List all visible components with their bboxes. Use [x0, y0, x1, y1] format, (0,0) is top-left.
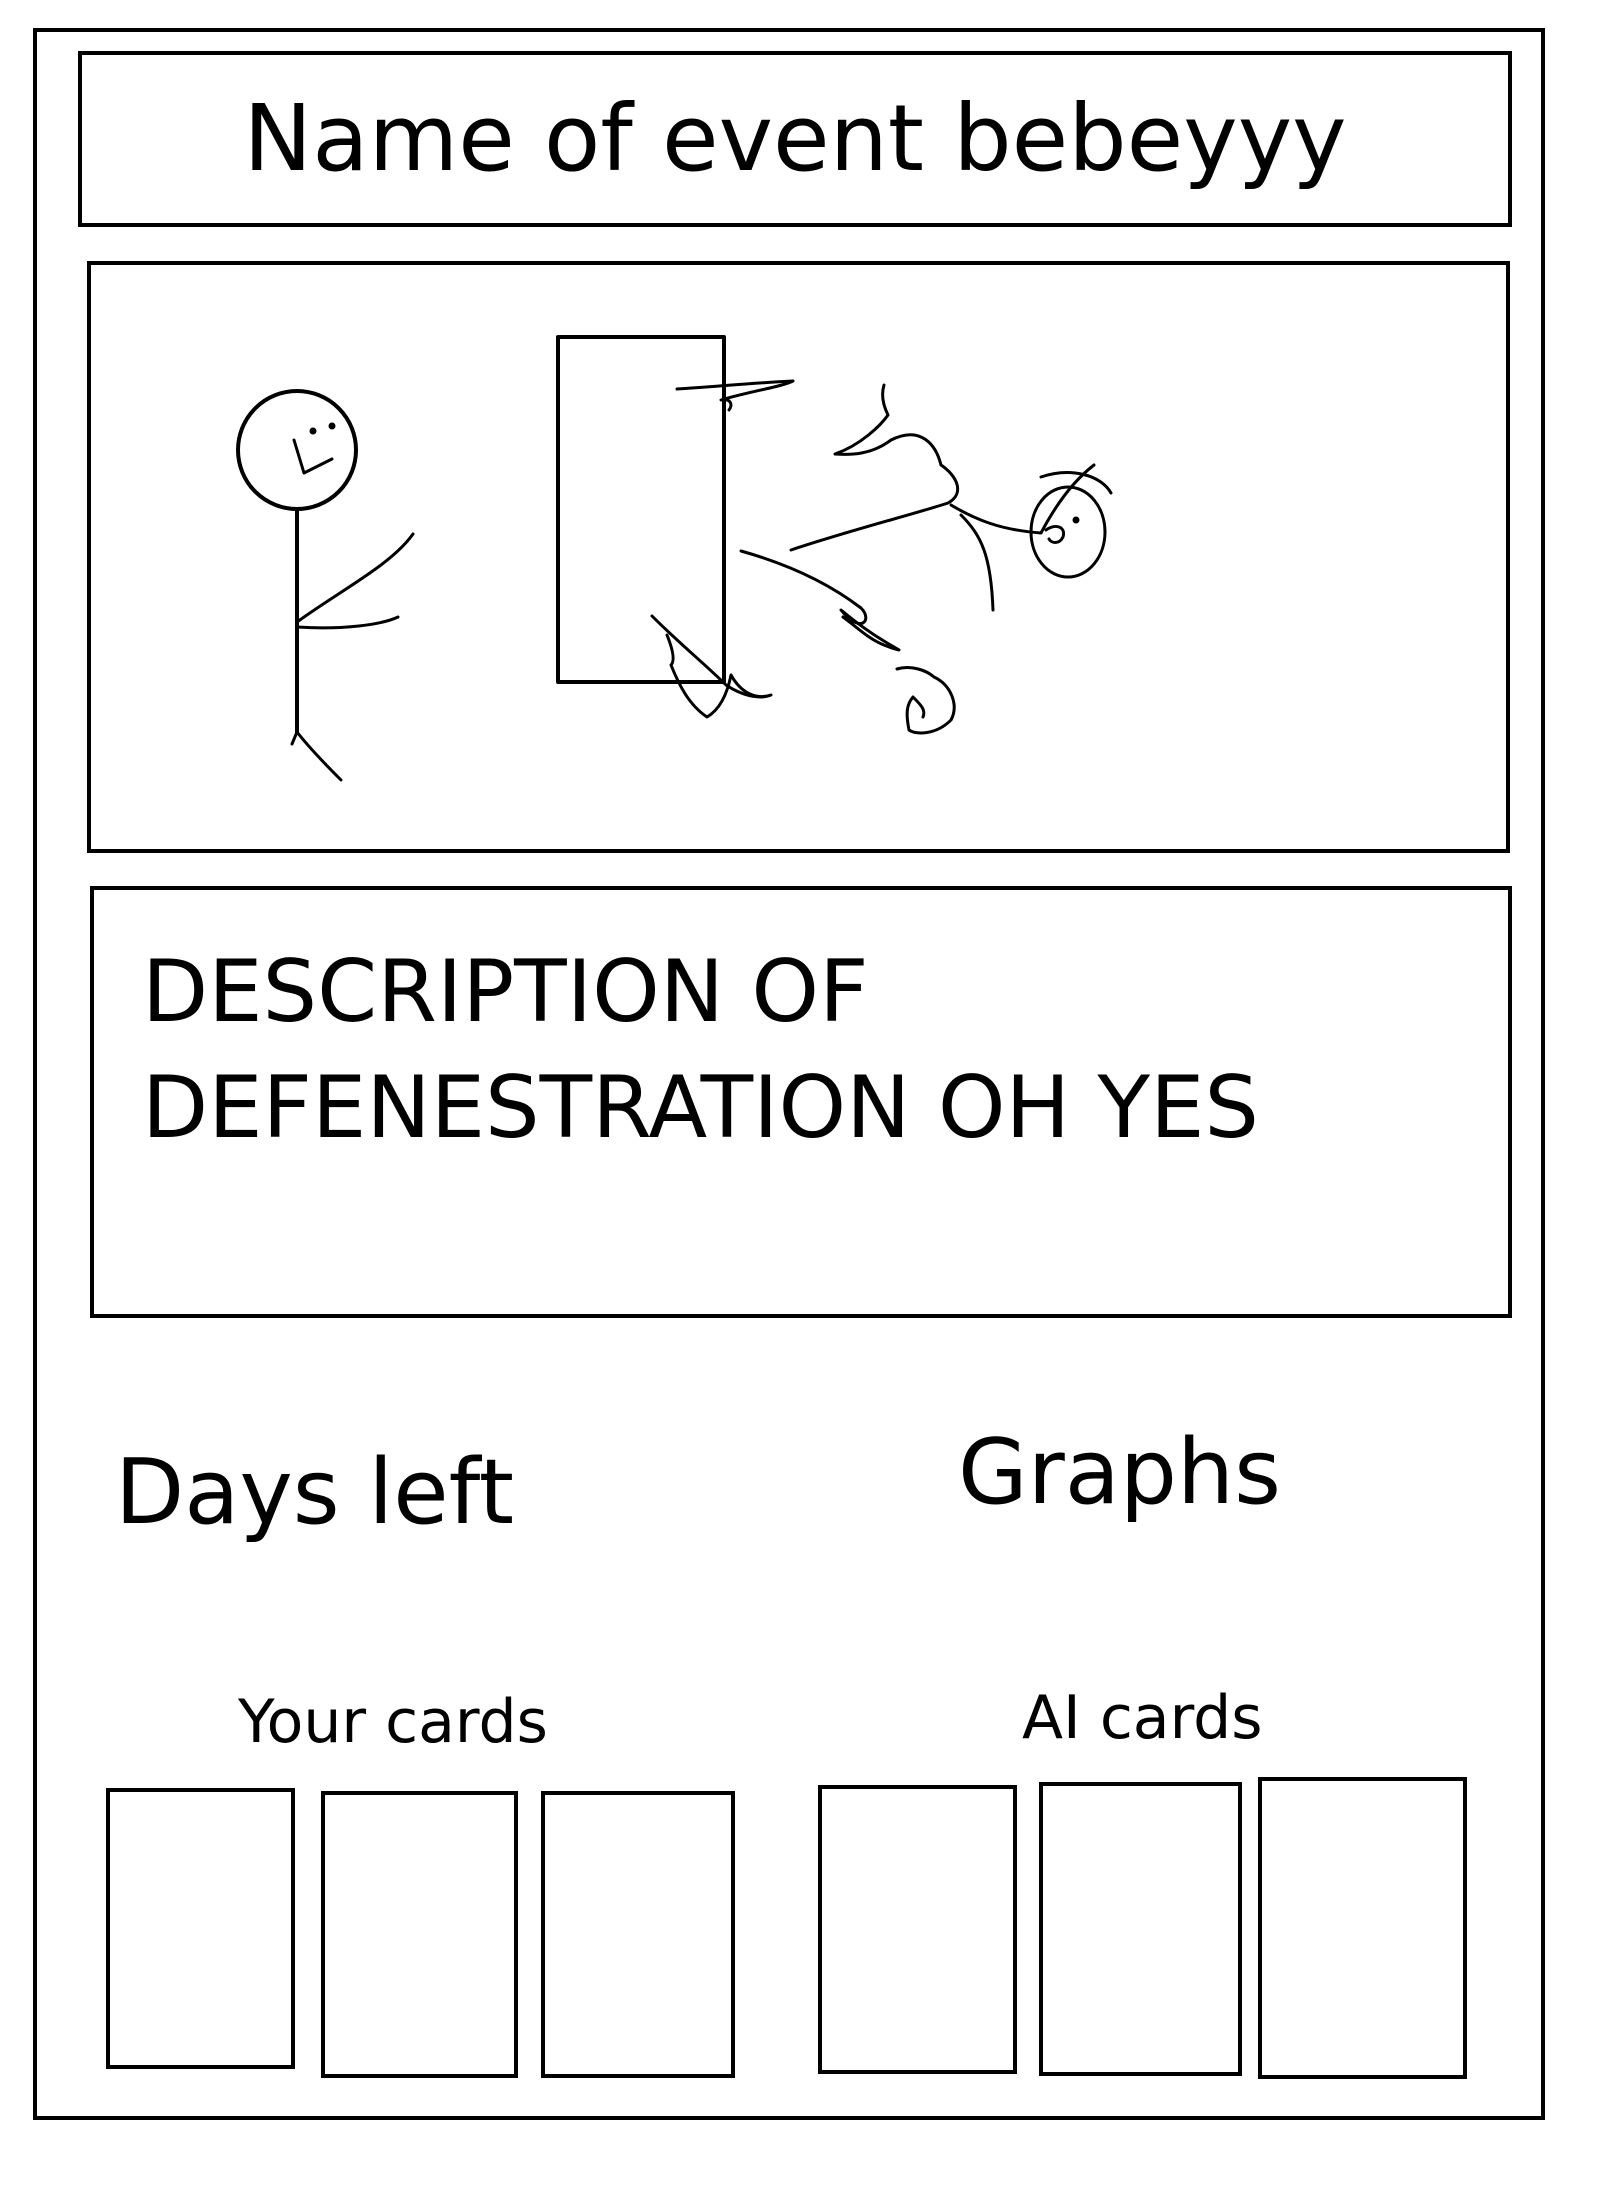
ai-card-slot-2 [1039, 1782, 1242, 2076]
event-description-box: DESCRIPTION OF DEFENESTRATION OH YES [90, 886, 1512, 1318]
graphs-label: Graphs [958, 1420, 1281, 1525]
defenestration-sketch [236, 335, 1113, 782]
your-card-slot-3[interactable] [541, 1791, 735, 2078]
ai-card-slot-1 [818, 1785, 1017, 2074]
event-illustration [87, 261, 1510, 853]
event-title: Name of event bebeyyy [243, 85, 1347, 192]
falling-figure-scribbles [650, 379, 1113, 735]
event-title-box: Name of event bebeyyy [78, 51, 1512, 227]
your-card-slot-1[interactable] [106, 1788, 295, 2069]
days-left-label: Days left [115, 1440, 514, 1545]
ai-card-slot-3 [1258, 1777, 1467, 2079]
stick-figure [236, 389, 415, 782]
window-rect [556, 335, 726, 684]
your-card-slot-2[interactable] [321, 1791, 518, 2078]
ai-cards-label: AI cards [1022, 1683, 1263, 1753]
event-card-frame [33, 28, 1545, 2120]
event-description: DESCRIPTION OF DEFENESTRATION OH YES [142, 942, 1259, 1158]
your-cards-label: Your cards [238, 1687, 548, 1757]
